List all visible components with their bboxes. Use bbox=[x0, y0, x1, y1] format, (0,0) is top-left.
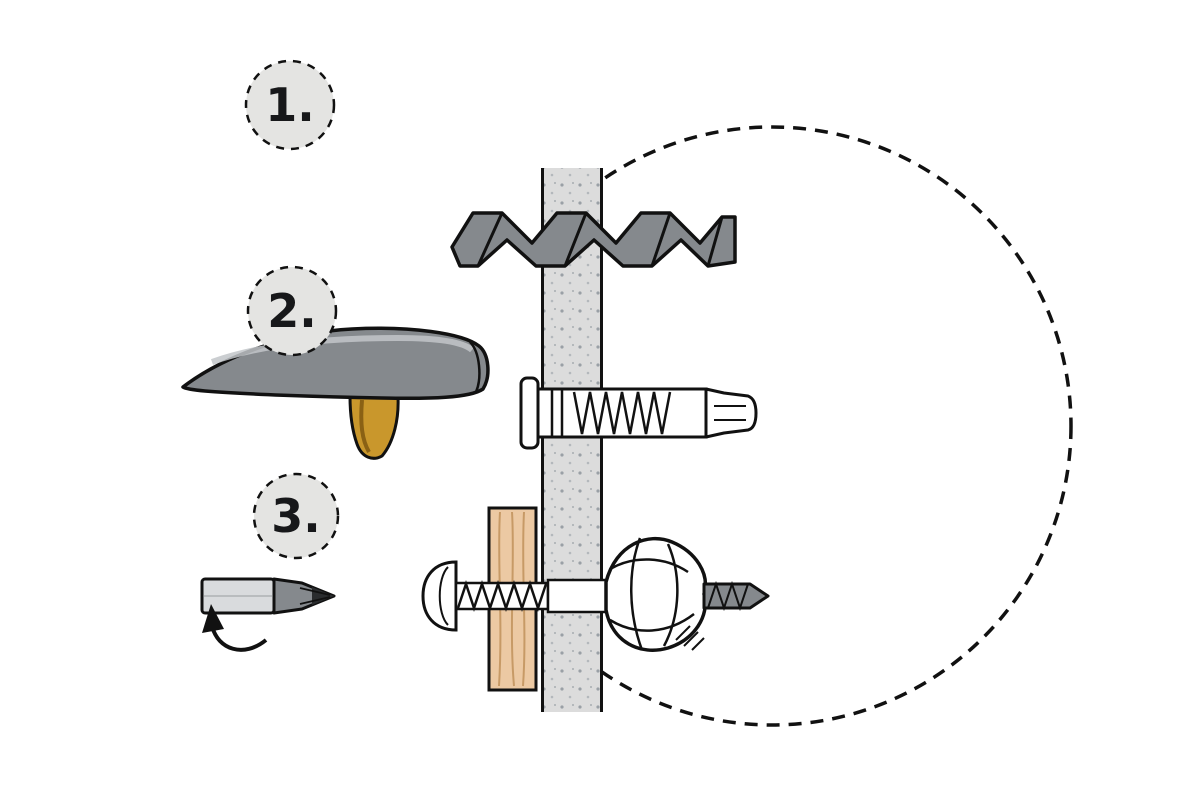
anchor-thread-zigzag bbox=[572, 391, 672, 435]
screw-thread-zigzag bbox=[456, 580, 548, 612]
step-3-circle bbox=[252, 472, 340, 560]
expanded-anchor-knot-icon bbox=[604, 536, 708, 652]
hammer-face-line bbox=[469, 341, 481, 393]
step-3-label: 3. bbox=[271, 489, 320, 543]
drill-bit-icon bbox=[450, 211, 737, 268]
anchor-nose bbox=[704, 387, 758, 439]
screw-tip-threads bbox=[707, 580, 749, 612]
anchor-flange bbox=[519, 376, 540, 450]
knot-strand-lines bbox=[609, 537, 695, 651]
step-2-circle bbox=[246, 265, 338, 357]
wall-anchor-icon bbox=[519, 376, 758, 450]
magnifier-dashed-circle-icon bbox=[541, 125, 1073, 727]
step-2-label: 2. bbox=[267, 284, 316, 338]
knot-hatch-lines bbox=[675, 625, 705, 651]
screwdriver-tip bbox=[312, 587, 334, 605]
anchor-rib-rings bbox=[550, 390, 564, 436]
step-2-badge: 2. bbox=[246, 265, 338, 357]
screwdriver-tip-slots bbox=[299, 587, 331, 605]
hammer-handle-shadow bbox=[359, 399, 371, 454]
screw-and-expanded-anchor bbox=[421, 536, 770, 652]
dashed-circle bbox=[541, 125, 1073, 727]
screwdriver-icon bbox=[200, 577, 336, 615]
rotation-arrow-arc bbox=[210, 625, 268, 652]
step-3-badge: 3. bbox=[252, 472, 340, 560]
rotation-arrow-head bbox=[202, 604, 224, 633]
step-1-circle bbox=[244, 59, 336, 151]
hammer-head-highlight bbox=[210, 334, 474, 365]
screw-head-profile-line bbox=[438, 566, 449, 626]
hammer-icon bbox=[181, 326, 490, 460]
anchor-nose-slits bbox=[714, 405, 746, 421]
rotation-arrow-icon bbox=[202, 604, 268, 652]
anchor-sleeve-in-wall bbox=[546, 578, 608, 614]
hammer-handle bbox=[348, 394, 400, 460]
step-1-badge: 1. bbox=[244, 59, 336, 151]
step-1-label: 1. bbox=[265, 78, 314, 132]
drill-flute-lines bbox=[476, 212, 724, 267]
